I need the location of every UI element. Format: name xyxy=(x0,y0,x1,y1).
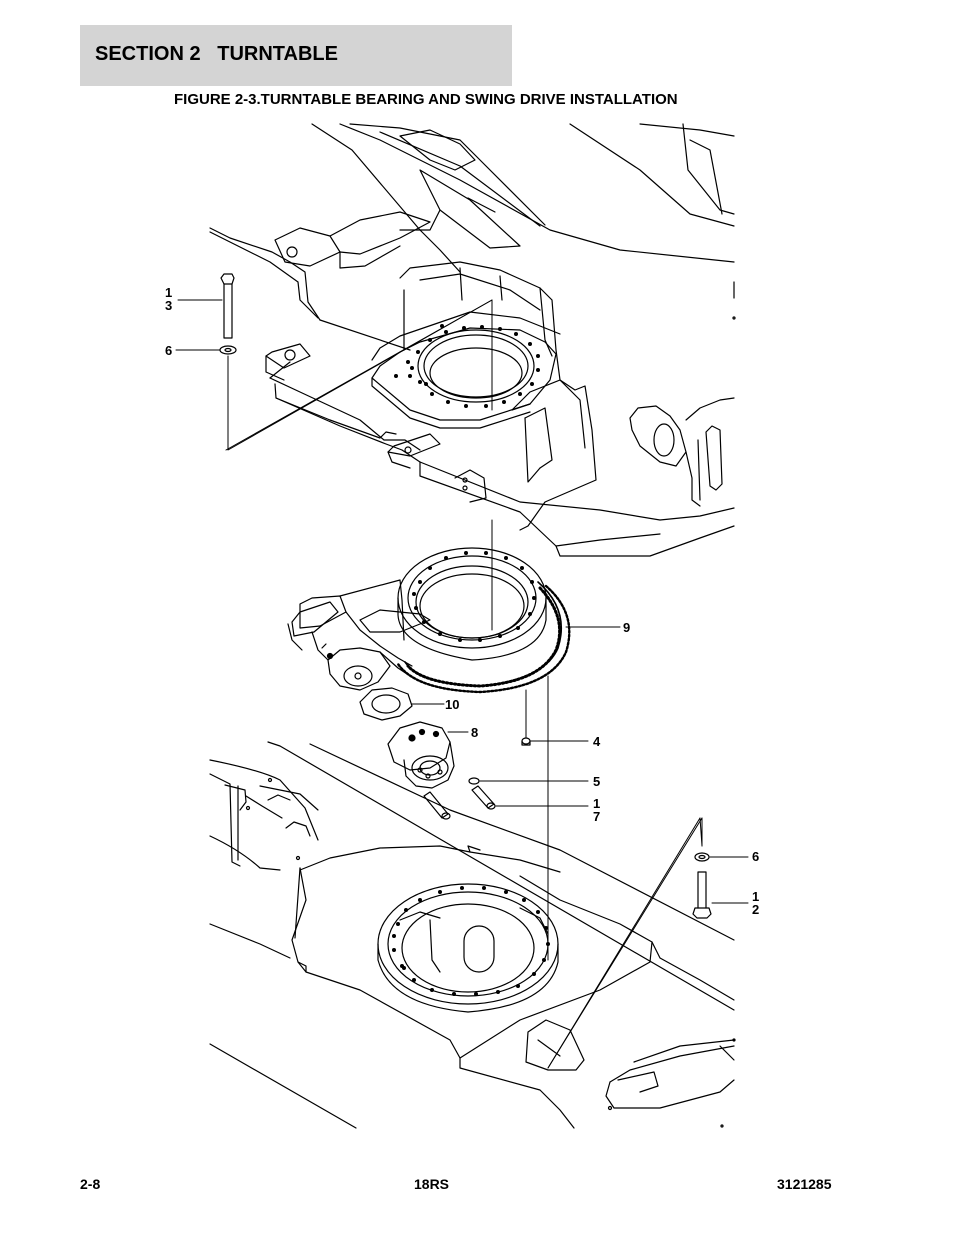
bolt-left xyxy=(219,273,237,355)
section-header: SECTION 2 TURNTABLE xyxy=(80,25,512,86)
footer-model: 18RS xyxy=(414,1176,450,1192)
callout-item-5: 5 xyxy=(593,774,601,789)
turntable-bearing xyxy=(396,547,571,694)
alignment-lines xyxy=(175,299,749,1069)
chassis-frame xyxy=(209,281,736,1129)
footer-document-number: 3121285 xyxy=(777,1176,832,1192)
callout-item-12: 1 2 xyxy=(752,889,760,917)
section-title: SECTION 2 TURNTABLE xyxy=(95,43,338,65)
footer-page-number: 2-8 xyxy=(80,1176,101,1192)
callout-item-10: 10 xyxy=(445,697,460,712)
callout-item-6-left: 6 xyxy=(165,343,173,358)
callout-item-17: 1 7 xyxy=(593,796,601,824)
callout-item-8: 8 xyxy=(471,725,479,740)
callout-item-4: 4 xyxy=(593,734,601,749)
swing-drive-gasket xyxy=(359,687,413,721)
callout-item-13: 1 3 xyxy=(165,285,173,313)
swing-drive-arm xyxy=(287,579,431,691)
hydraulic-motor xyxy=(387,721,455,789)
bolt-right xyxy=(692,852,712,919)
callout-item-9: 9 xyxy=(623,620,631,635)
figure-title: FIGURE 2-3.TURNTABLE BEARING AND SWING D… xyxy=(174,91,678,108)
turntable-frame xyxy=(209,123,735,557)
callout-item-6-right: 6 xyxy=(752,849,760,864)
